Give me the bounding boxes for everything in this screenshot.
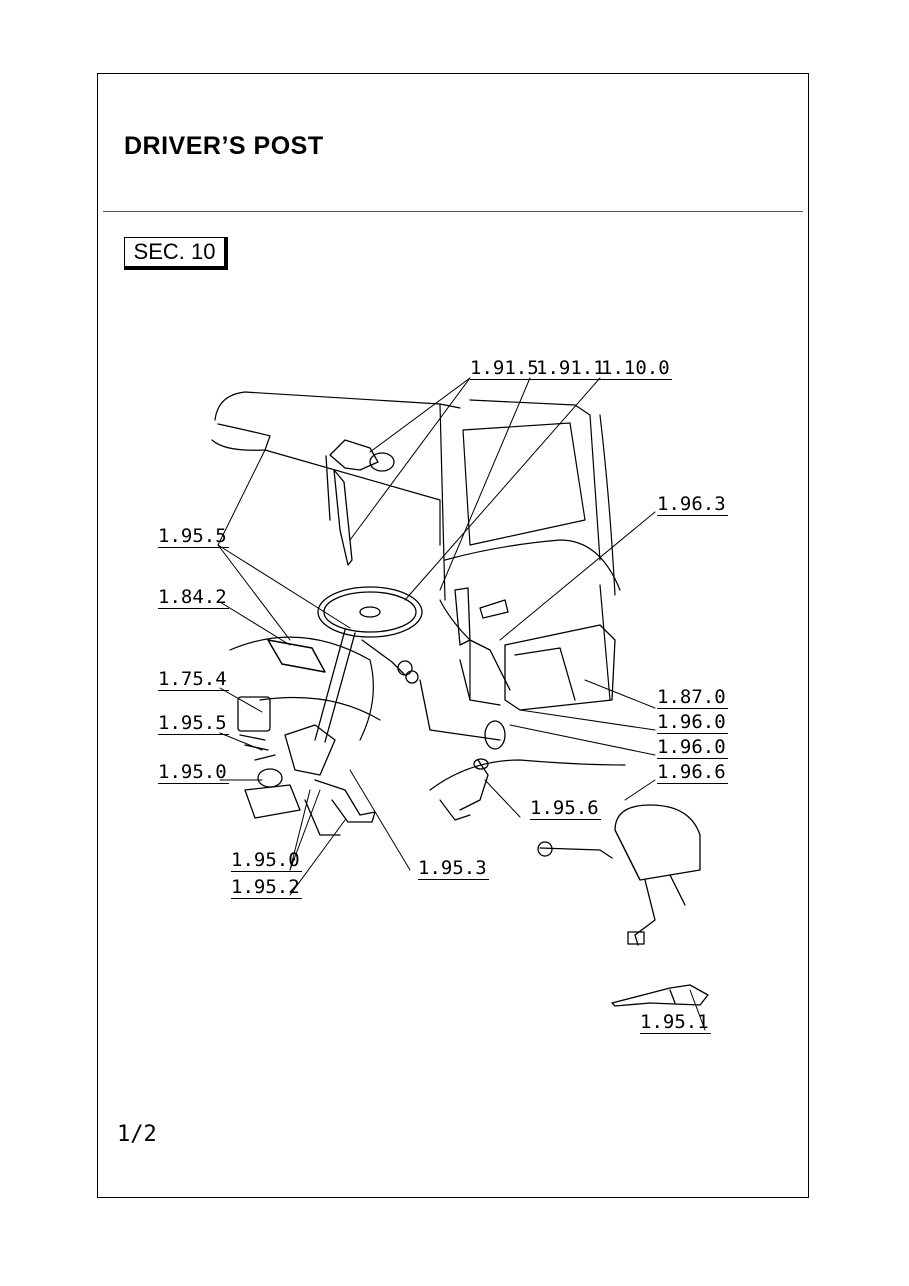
callout-label: 1.96.6 [657, 761, 728, 784]
steering-assembly [237, 586, 423, 836]
callout-label: 1.95.2 [231, 876, 302, 899]
handbrake-detail [611, 984, 709, 1007]
callout-leaders [217, 377, 706, 1031]
callout-label: 1.10.0 [601, 357, 672, 380]
page-frame [97, 73, 809, 1198]
callout-label: 1.95.5 [158, 712, 229, 735]
callout-label: 1.95.3 [418, 857, 489, 880]
callout-label: 1.91.5 [470, 357, 541, 380]
callout-label: 1.95.0 [231, 849, 302, 872]
section-badge: SEC. 10 [124, 237, 228, 270]
callout-label: 1.75.4 [158, 668, 229, 691]
callout-label: 1.96.0 [657, 711, 728, 734]
callout-label: 1.96.3 [657, 493, 728, 516]
callout-label: 1.96.0 [657, 736, 728, 759]
gearshift-assembly [405, 587, 616, 811]
callout-label: 1.95.5 [158, 525, 229, 548]
callout-label: 1.95.1 [640, 1011, 711, 1034]
header-divider [103, 211, 803, 212]
section-label: SEC. 10 [133, 239, 216, 264]
wiper-arm [325, 439, 395, 566]
callout-label: 1.84.2 [158, 586, 229, 609]
cab-outline [211, 391, 626, 821]
callout-label: 1.95.0 [158, 761, 229, 784]
shift-unit-detail [537, 804, 701, 946]
callout-label: 1.95.6 [530, 797, 601, 820]
page-number: 1/2 [117, 1122, 157, 1147]
callout-label: 1.87.0 [657, 686, 728, 709]
callout-label: 1.91.1 [536, 357, 607, 380]
page-title: DRIVER’S POST [124, 132, 324, 160]
